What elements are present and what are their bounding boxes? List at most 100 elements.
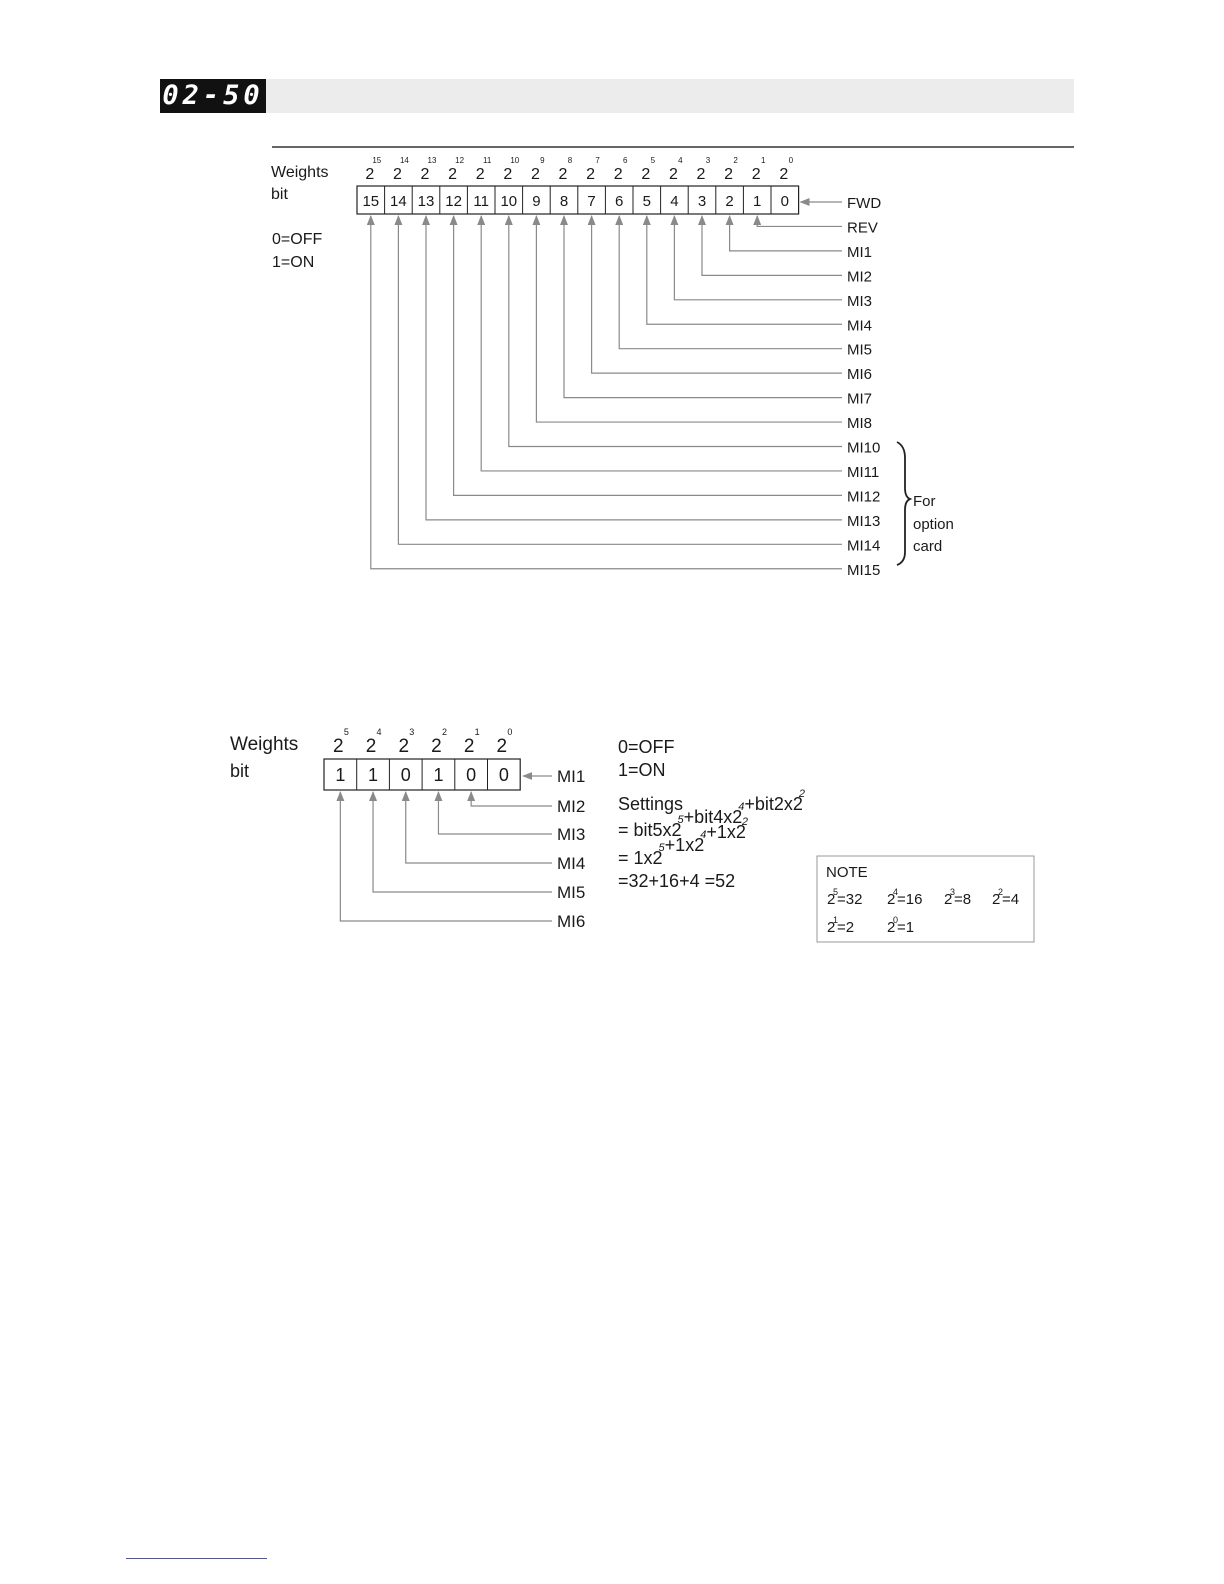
note-base: 2 — [887, 919, 895, 936]
signal-label: MI7 — [847, 391, 872, 408]
signal-label: MI5 — [557, 883, 585, 902]
signal-arrow — [504, 215, 842, 448]
signal-arrow — [753, 215, 842, 228]
weight-base: 2 — [724, 166, 733, 183]
signal-arrow — [449, 215, 842, 496]
weight-base: 2 — [448, 166, 457, 183]
bit-cell: 0 — [401, 765, 411, 785]
signal-label: MI12 — [847, 488, 880, 505]
signal-label: MI13 — [847, 513, 880, 530]
weights-label: Weights — [230, 734, 298, 755]
weight-exponent: 0 — [507, 727, 512, 737]
weight-base: 2 — [464, 736, 475, 757]
note-exponent: 0 — [893, 915, 898, 925]
bit-cell: 6 — [615, 193, 623, 210]
weight-base: 2 — [398, 736, 409, 757]
footer-rule — [126, 1558, 267, 1559]
on-legend: 1=ON — [272, 254, 314, 271]
weight-base: 2 — [641, 166, 650, 183]
signal-label: MI11 — [847, 464, 879, 481]
weight-exponent: 1 — [761, 156, 766, 165]
weight-exponent: 2 — [733, 156, 738, 165]
note-box — [816, 855, 1035, 943]
formula-line: =32+16+4 =52 — [618, 871, 735, 891]
bit-cell: 1 — [368, 765, 378, 785]
off-legend: 0=OFF — [618, 737, 675, 757]
weight-exponent: 6 — [623, 156, 628, 165]
signal-arrow — [642, 215, 842, 325]
weight-base: 2 — [393, 166, 402, 183]
signal-label: MI6 — [557, 912, 585, 931]
signal-arrow — [560, 215, 842, 399]
weight-exponent: 12 — [455, 156, 464, 165]
bit-cell: 0 — [499, 765, 509, 785]
bit-cell: 2 — [725, 193, 733, 210]
weight-exponent: 14 — [400, 156, 409, 165]
bit-cell: 5 — [643, 193, 651, 210]
signal-arrow — [366, 215, 842, 570]
signal-label: MI4 — [557, 854, 585, 873]
signal-arrow — [698, 215, 842, 276]
signal-label: MI10 — [847, 440, 880, 457]
bit-cell: 9 — [532, 193, 540, 210]
formula-term: +bit4x2 — [684, 807, 743, 827]
signal-arrow — [532, 215, 842, 423]
weight-exponent: 5 — [344, 727, 349, 737]
signal-arrow — [615, 215, 842, 350]
signal-label: REV — [847, 219, 878, 236]
bit-label: bit — [271, 186, 288, 203]
signal-arrow — [369, 791, 552, 893]
weight-exponent: 5 — [651, 156, 656, 165]
bit-cell: 13 — [418, 193, 435, 210]
weight-base: 2 — [614, 166, 623, 183]
weight-exponent: 10 — [510, 156, 519, 165]
note-exponent: 4 — [893, 887, 898, 897]
weights-label: Weights — [271, 164, 329, 181]
formula-exponent: 4 — [700, 829, 706, 841]
note-value: =1 — [897, 919, 914, 936]
signal-label: MI5 — [847, 342, 872, 359]
signal-arrow — [670, 215, 842, 301]
signal-label: MI14 — [847, 537, 880, 554]
formula-exponent: 2 — [798, 788, 805, 800]
option-card-note: card — [913, 538, 942, 555]
header-rule — [272, 146, 1074, 148]
option-card-brace — [896, 441, 913, 566]
formula-exponent: 2 — [741, 816, 748, 828]
bit-cell: 14 — [390, 193, 407, 210]
note-base: 2 — [944, 891, 952, 908]
signal-label: MI6 — [847, 366, 872, 383]
bit-cell: 1 — [753, 193, 761, 210]
signal-arrow — [394, 215, 842, 545]
weight-exponent: 7 — [595, 156, 600, 165]
bit-cell: 0 — [781, 193, 789, 210]
weight-base: 2 — [779, 166, 788, 183]
weight-exponent: 3 — [706, 156, 711, 165]
formula-term: = 1x2 — [618, 848, 663, 868]
weight-base: 2 — [559, 166, 568, 183]
weight-exponent: 2 — [442, 727, 447, 737]
formula-line: = bit5x25+bit4x24+bit2x22 — [618, 788, 805, 840]
weight-exponent: 1 — [475, 727, 480, 737]
weight-base: 2 — [366, 736, 377, 757]
note-exponent: 5 — [833, 887, 838, 897]
bit-cell: 8 — [560, 193, 568, 210]
note-base: 2 — [827, 891, 835, 908]
weight-exponent: 9 — [540, 156, 545, 165]
signal-arrow — [587, 215, 842, 374]
bit-cell: 0 — [466, 765, 476, 785]
weight-exponent: 13 — [428, 156, 437, 165]
weight-base: 2 — [421, 166, 430, 183]
signal-label: FWD — [847, 195, 881, 212]
weight-exponent: 15 — [372, 156, 381, 165]
note-value: =4 — [1002, 891, 1019, 908]
diagram-16bit: Weightsbit0=OFF1=ON215152141421313212122… — [271, 156, 954, 579]
weight-base: 2 — [531, 166, 540, 183]
signal-label: MI2 — [557, 797, 585, 816]
signal-label: MI15 — [847, 562, 880, 579]
note-value: =2 — [837, 919, 854, 936]
signal-label: MI8 — [847, 415, 872, 432]
formula-term: +1x2 — [665, 835, 705, 855]
signal-label: MI3 — [847, 293, 872, 310]
